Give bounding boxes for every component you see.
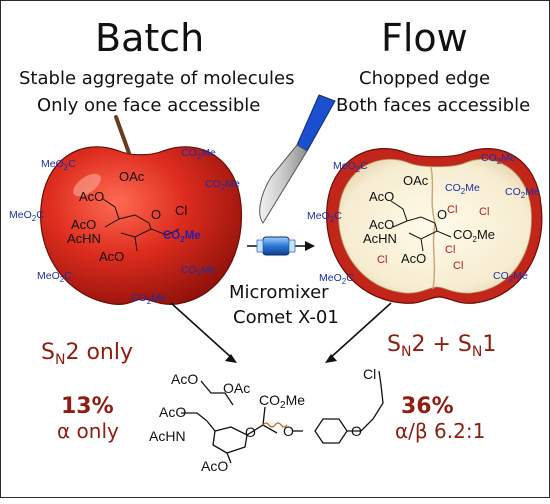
co2me-label: CO2Me xyxy=(259,392,305,411)
flow-mechanism: SN2 + SN1 xyxy=(387,332,496,360)
ester-label: CO2Me xyxy=(505,186,540,200)
achn-label: AcHN xyxy=(67,231,101,246)
cl-label: Cl xyxy=(445,244,455,256)
batch-ester-labels: MeO2C CO2Me CO2Me MeO2C CO2Me MeO2C CO2M… xyxy=(9,147,240,306)
batch-apple-molecule xyxy=(102,198,180,252)
flow-line-2: Both faces accessible xyxy=(336,95,530,116)
batch-line-1: Stable aggregate of molecules xyxy=(19,68,294,89)
aco-label: AcO xyxy=(401,251,426,266)
achn-label: AcHN xyxy=(149,428,186,444)
batch-yield: 13% xyxy=(61,394,114,419)
ester-label: MeO2C xyxy=(9,209,44,223)
cl-label: Cl xyxy=(447,204,457,216)
ester-label: CO2Me xyxy=(131,292,166,306)
o-label: O xyxy=(151,207,161,222)
aco-label: AcO xyxy=(369,217,394,232)
co2me-label: CO2Me xyxy=(163,230,201,244)
cl-label: Cl xyxy=(377,254,387,266)
knife-icon xyxy=(259,94,336,224)
flow-title: Flow xyxy=(381,16,468,60)
oac-label: OAc xyxy=(119,169,145,184)
aco-label: AcO xyxy=(171,371,198,387)
mixer-line-2: Comet X-01 xyxy=(233,307,339,328)
o-label: O xyxy=(437,207,447,222)
co2me-label: CO2Me xyxy=(453,227,495,244)
micromixer-arrow xyxy=(247,236,315,256)
product-molecule: AcO OAc AcO AcHN O AcO CO2Me O O Cl xyxy=(149,366,384,474)
ester-label: CO2Me xyxy=(493,270,528,284)
aco-label: AcO xyxy=(369,189,394,204)
ester-label: MeO2C xyxy=(37,270,72,284)
flow-line-1: Chopped edge xyxy=(359,68,490,89)
ester-label: MeO2C xyxy=(319,272,354,286)
aco-label: AcO xyxy=(71,217,96,232)
oac-label: OAc xyxy=(223,380,250,396)
batch-mechanism: SN2 only xyxy=(41,340,133,368)
achn-label: AcHN xyxy=(363,231,397,246)
ester-label: MeO2C xyxy=(41,158,76,172)
ester-label: CO2Me xyxy=(445,182,480,196)
batch-title: Batch xyxy=(95,16,204,60)
aco-label: AcO xyxy=(99,249,124,264)
whole-apple xyxy=(40,115,243,305)
flow-selectivity: α/β 6.2:1 xyxy=(395,419,485,443)
aco-label: AcO xyxy=(159,404,186,420)
aco-label: AcO xyxy=(79,189,104,204)
cl-label: Cl xyxy=(175,203,187,218)
flow-yield: 36% xyxy=(401,394,454,419)
micromixer-icon xyxy=(262,236,290,256)
cut-apple xyxy=(326,148,543,304)
o-label: O xyxy=(245,424,256,440)
apple-highlight xyxy=(73,173,101,197)
mixer-line-1: Micromixer xyxy=(229,282,329,303)
ester-label: MeO2C xyxy=(307,210,342,224)
cl-label: Cl xyxy=(363,366,376,382)
batch-molecule-labels: AcO OAc AcO AcHN O Cl AcO CO2Me xyxy=(67,169,201,264)
ester-label: CO2Me xyxy=(181,264,216,278)
o-label: O xyxy=(283,423,294,439)
ester-label: CO2Me xyxy=(205,178,240,192)
ester-label: MeO2C xyxy=(333,160,368,174)
flow-apple-molecule xyxy=(390,200,452,252)
cl-label: Cl xyxy=(479,206,489,218)
batch-line-2: Only one face accessible xyxy=(37,95,260,116)
oac-label: OAc xyxy=(403,173,429,188)
apple-stem xyxy=(114,115,131,155)
ester-label: CO2Me xyxy=(481,152,516,166)
aco-label: AcO xyxy=(201,458,228,474)
flow-molecule-labels: AcO OAc AcO AcHN O AcO CO2Me Cl Cl Cl Cl… xyxy=(363,173,495,272)
flow-ester-labels: MeO2C CO2Me CO2Me CO2Me MeO2C CO2Me MeO2… xyxy=(307,152,540,286)
o-label: O xyxy=(351,423,362,439)
cl-label: Cl xyxy=(453,260,463,272)
product-arrows xyxy=(170,302,392,363)
batch-selectivity: α only xyxy=(57,419,119,443)
ester-label: CO2Me xyxy=(181,147,216,161)
